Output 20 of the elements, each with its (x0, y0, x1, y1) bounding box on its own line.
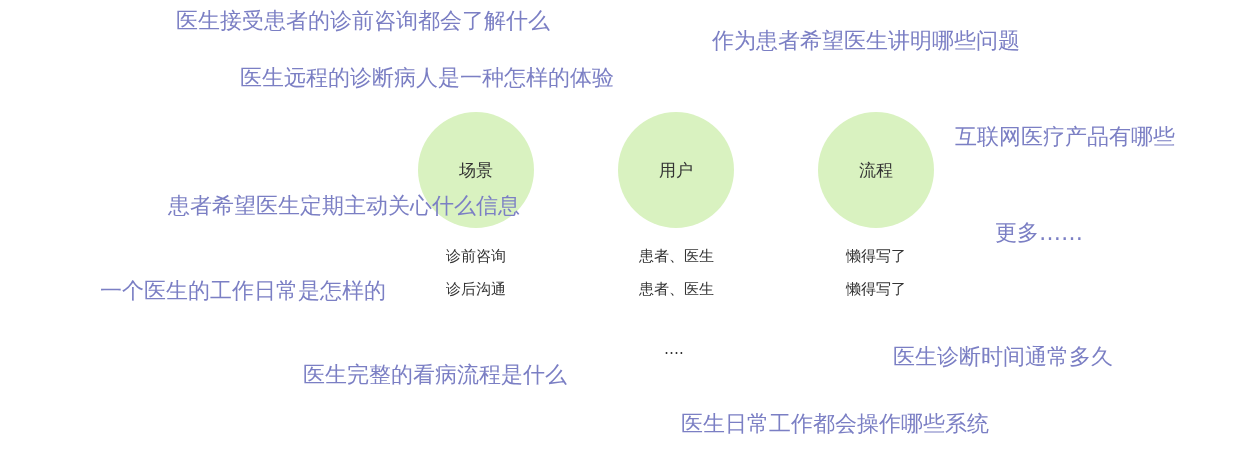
item-text: 患者、医生 (637, 247, 715, 266)
item-text: 患者、医生 (637, 280, 715, 299)
question-text: 医生接受患者的诊前咨询都会了解什么 (176, 7, 550, 35)
question-text: 医生诊断时间通常多久 (893, 343, 1113, 371)
item-text: 懒得写了 (845, 280, 907, 299)
question-text: 患者希望医生定期主动关心什么信息 (168, 192, 520, 220)
circle-label: 流程 (859, 158, 893, 182)
item-text: 懒得写了 (845, 247, 907, 266)
item-text: 诊前咨询 (445, 247, 507, 266)
question-text: 医生完整的看病流程是什么 (303, 361, 567, 389)
question-text: 一个医生的工作日常是怎样的 (100, 277, 386, 305)
question-text: 医生远程的诊断病人是一种怎样的体验 (240, 64, 614, 92)
ellipsis-text: …. (664, 340, 684, 358)
circle-label: 用户 (659, 158, 693, 182)
question-text: 作为患者希望医生讲明哪些问题 (712, 27, 1020, 55)
question-text: 互联网医疗产品有哪些 (955, 123, 1175, 151)
question-text: 医生日常工作都会操作哪些系统 (681, 410, 989, 438)
circle-label: 场景 (459, 158, 493, 182)
item-text: 诊后沟通 (445, 280, 507, 299)
question-text: 更多…… (995, 219, 1083, 247)
